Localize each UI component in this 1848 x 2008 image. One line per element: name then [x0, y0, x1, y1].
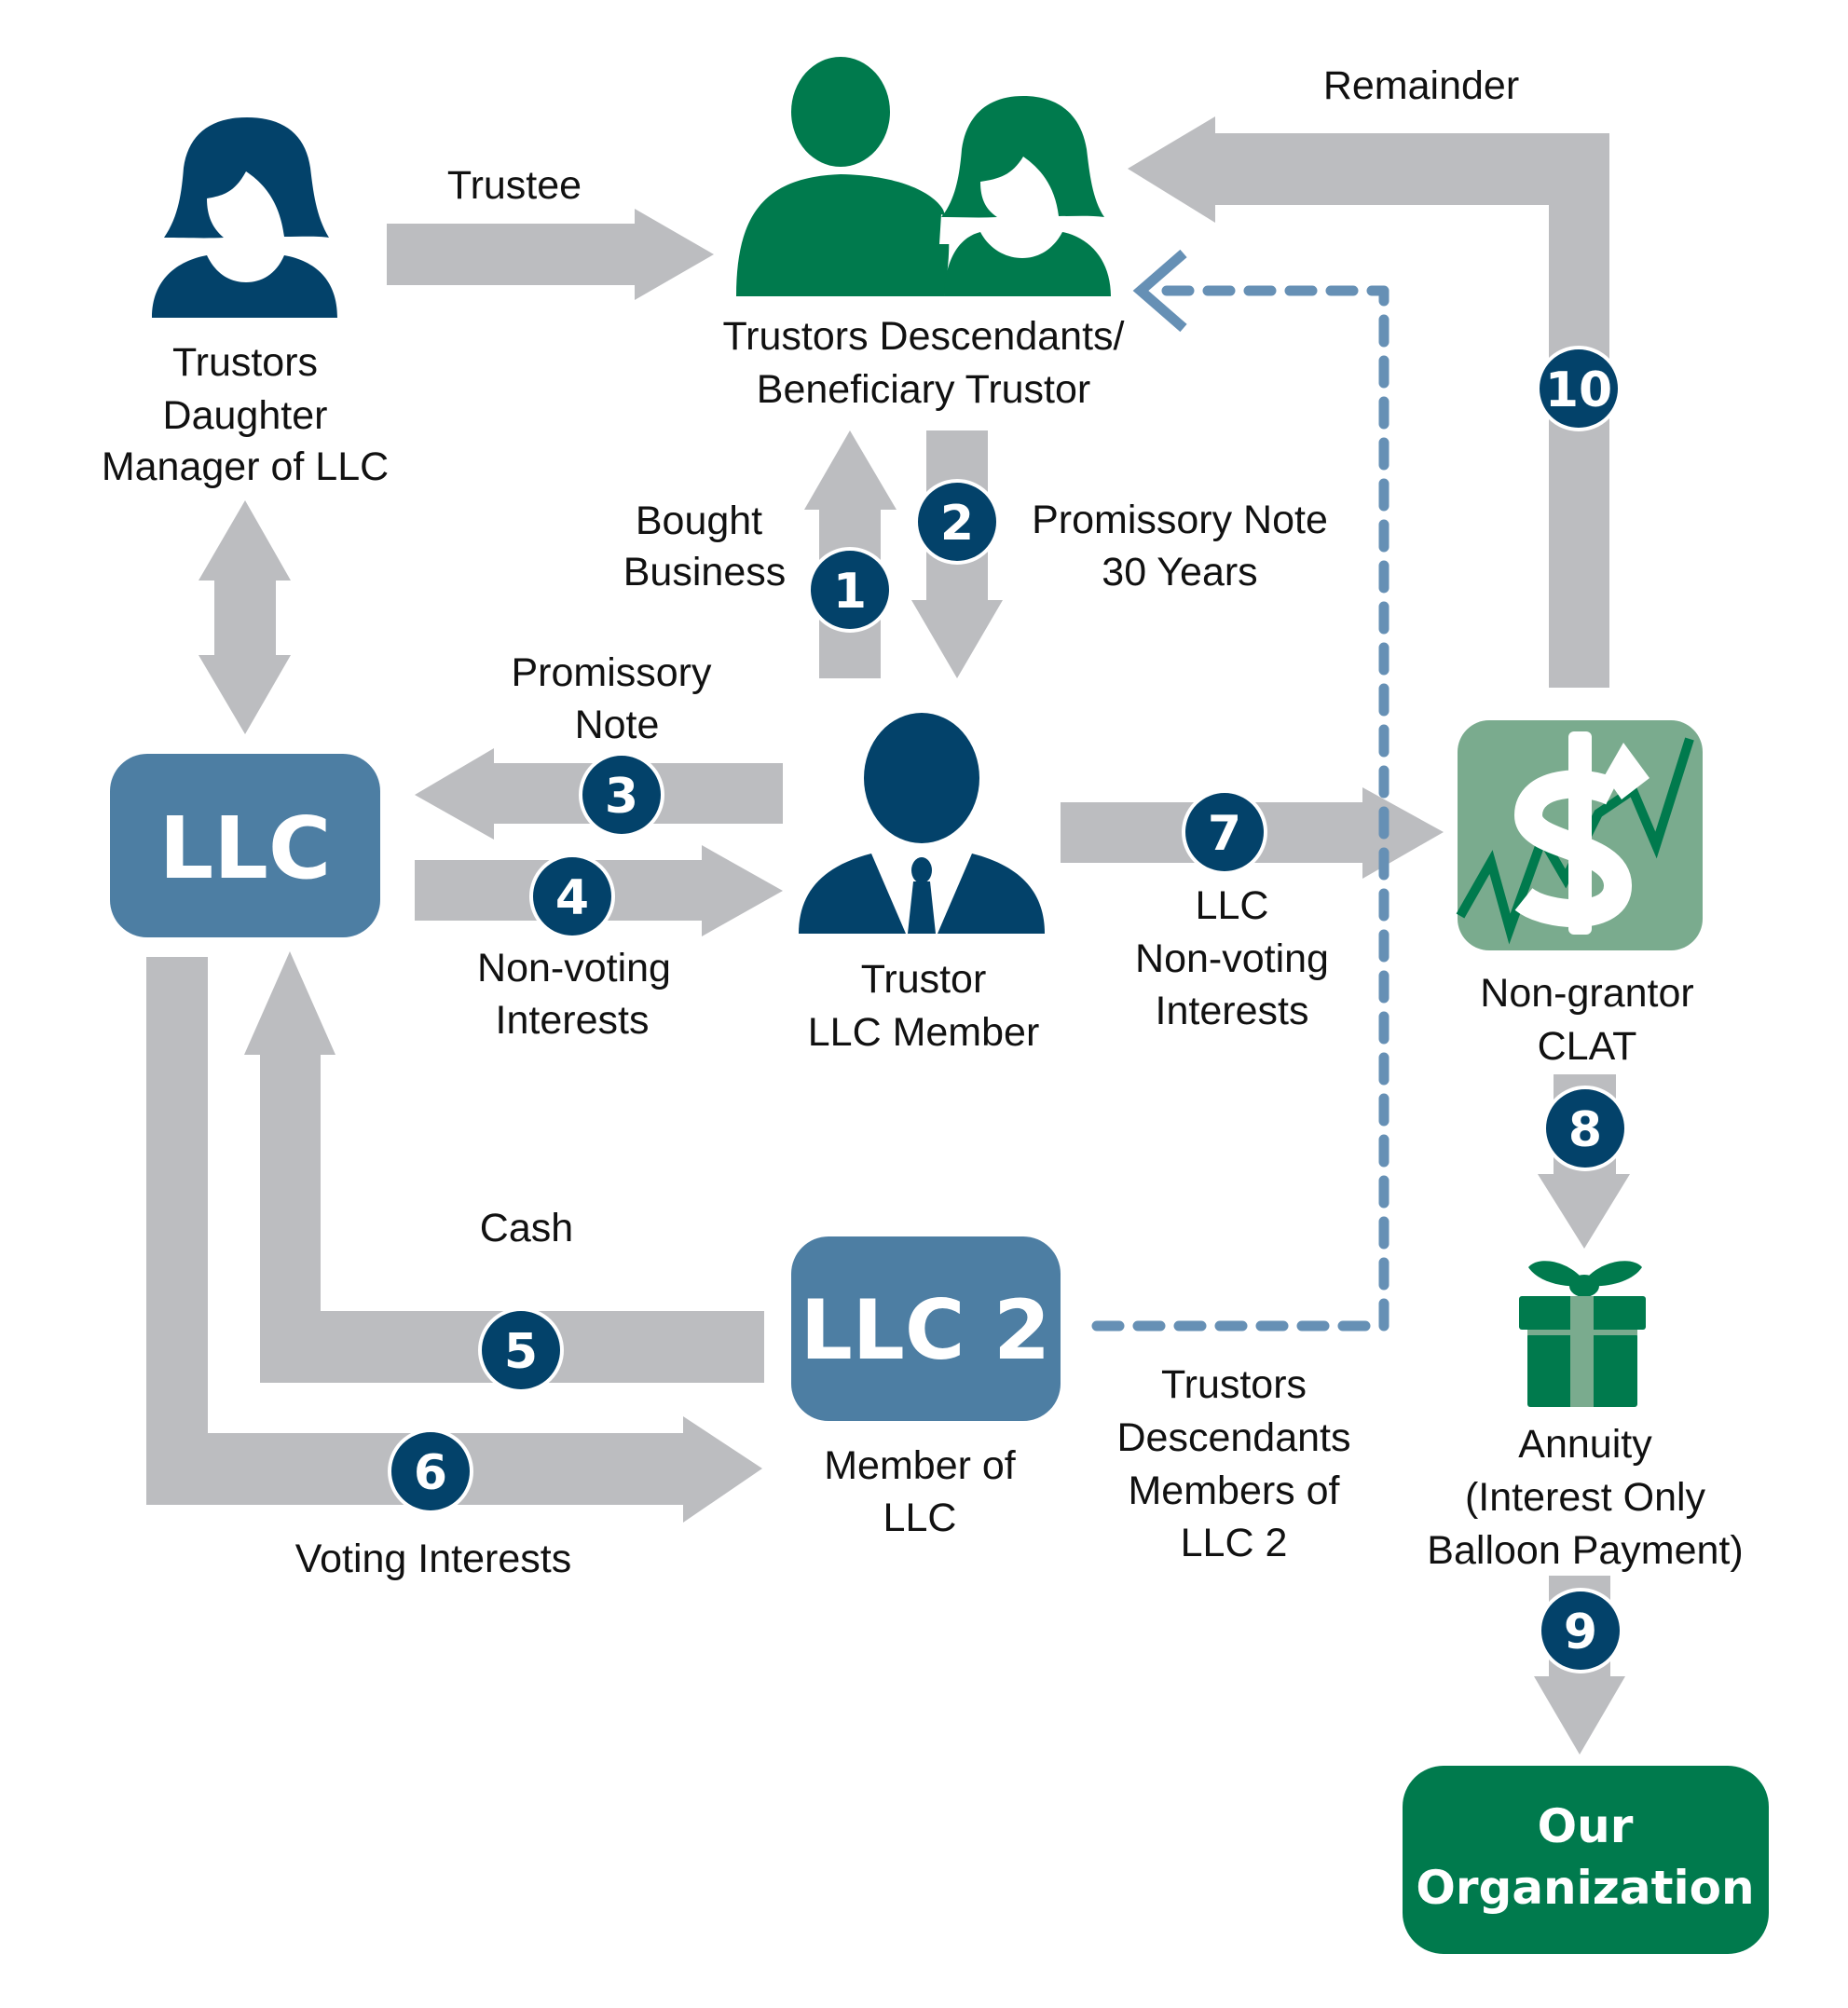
dollar-growth-icon	[1456, 720, 1703, 950]
promissory-note-label: Promissory Note	[511, 650, 712, 747]
non-voting-interests-line: Interests	[496, 998, 650, 1043]
step-badge-2: 2	[914, 479, 1000, 565]
step-badge-number: 8	[1568, 1102, 1602, 1158]
step-badge-7: 7	[1182, 789, 1267, 875]
descendants-label-line: Trustors Descendants/	[723, 314, 1125, 359]
promissory-note-line: Note	[575, 703, 660, 747]
descendants-dashed-connector	[1091, 285, 1389, 1332]
manager-double-arrow	[198, 500, 291, 734]
step-badge-6: 6	[388, 1428, 473, 1514]
step-badge-10: 10	[1536, 346, 1622, 431]
trustee-label: Trustee	[447, 163, 582, 208]
descendants-members-llc2-label: Trustors Descendants Members of LLC 2	[1117, 1362, 1351, 1565]
step-badge-circle	[579, 752, 664, 838]
organization-line-2: Organization	[1416, 1861, 1754, 1915]
step-badge-number: 5	[504, 1324, 538, 1380]
bought-business-label: Bought Business	[623, 499, 786, 594]
cash-arrow	[244, 951, 764, 1383]
organization-line-1: Our	[1538, 1799, 1634, 1853]
descendants-members-line: Trustors	[1161, 1362, 1307, 1407]
step-badge-8: 8	[1542, 1086, 1628, 1171]
llc2-box-title: LLC 2	[801, 1282, 1051, 1378]
trustor-label-line: Trustor	[861, 957, 987, 1002]
step-badge-circle	[1538, 1588, 1623, 1673]
voting-interests-label: Voting Interests	[295, 1537, 571, 1581]
step-badge-circle	[388, 1428, 473, 1514]
bought-business-line: Bought	[636, 499, 762, 543]
clat-label-line: CLAT	[1538, 1024, 1637, 1069]
step-badge-circle	[478, 1307, 564, 1393]
businessman-icon	[799, 713, 1045, 934]
llc2-label: Member of LLC	[824, 1443, 1017, 1540]
step-badge-number: 2	[940, 496, 974, 552]
annuity-label-line: Annuity	[1518, 1422, 1652, 1467]
daughter-label-line: Manager of LLC	[102, 444, 389, 489]
clat-label-line: Non-grantor	[1480, 971, 1693, 1016]
descendants-members-line: LLC 2	[1181, 1521, 1288, 1565]
step-badge-circle	[1542, 1086, 1628, 1171]
annuity-label: Annuity (Interest Only Balloon Payment)	[1427, 1422, 1743, 1573]
llc2-label-line: Member of	[824, 1443, 1017, 1488]
step-badge-9: 9	[1538, 1588, 1623, 1673]
promissory-note-line: Promissory	[511, 650, 712, 695]
step-badge-number: 10	[1545, 362, 1612, 418]
remainder-arrow	[1128, 116, 1609, 688]
step-badge-number: 7	[1208, 806, 1241, 862]
dashed-chevron-icon	[1132, 249, 1187, 333]
daughter-label-line: Daughter	[163, 393, 328, 438]
promissory-note-30-label: Promissory Note 30 Years	[1032, 498, 1328, 594]
step-badge-number: 1	[833, 564, 867, 620]
step-badge-circle	[1536, 346, 1622, 431]
non-voting-interests-label: Non-voting Interests	[477, 946, 671, 1043]
descendants-members-line: Members of	[1128, 1468, 1340, 1513]
voting-interests-arrow	[146, 957, 762, 1523]
promissory-note-30-line: Promissory Note	[1032, 498, 1328, 542]
llc-non-voting-interests-line: Interests	[1156, 989, 1309, 1033]
step-badge-4: 4	[529, 854, 615, 939]
step-badge-circle	[914, 479, 1000, 565]
llc2-box[interactable]: LLC 2	[791, 1236, 1061, 1421]
step-badge-circle	[1182, 789, 1267, 875]
organization-box[interactable]: Our Organization	[1403, 1766, 1769, 1954]
two-people-icon	[736, 57, 1111, 296]
step-badge-number: 3	[605, 769, 638, 825]
annuity-label-line: Balloon Payment)	[1427, 1528, 1743, 1573]
daughter-label: Trustors Daughter Manager of LLC	[102, 340, 389, 489]
non-voting-interests-line: Non-voting	[477, 946, 671, 990]
step-badge-5: 5	[478, 1307, 564, 1393]
step-badge-circle	[529, 854, 615, 939]
cash-label: Cash	[480, 1206, 573, 1250]
annuity-label-line: (Interest Only	[1465, 1475, 1706, 1520]
llc-box-title: LLC	[159, 799, 332, 898]
descendants-label-line: Beneficiary Trustor	[757, 367, 1090, 412]
bought-business-line: Business	[623, 550, 786, 594]
step-badge-1: 1	[807, 547, 893, 633]
llc2-label-line: LLC	[883, 1496, 957, 1540]
trustee-arrow	[387, 209, 714, 300]
promissory-note-30-line: 30 Years	[1102, 550, 1257, 594]
trustor-label-line: LLC Member	[808, 1010, 1040, 1055]
step-badges: 1 2 34 5 6 7 8 9 10	[388, 346, 1628, 1673]
woman-person-icon	[152, 117, 337, 318]
clat-label: Non-grantor CLAT	[1480, 971, 1693, 1069]
step-badge-3: 3	[579, 752, 664, 838]
step-badge-number: 6	[414, 1445, 447, 1501]
descendants-label: Trustors Descendants/ Beneficiary Trusto…	[723, 314, 1125, 412]
descendants-members-line: Descendants	[1117, 1415, 1351, 1460]
step-badge-number: 4	[555, 870, 589, 926]
llc-non-voting-interests-label: LLC Non-voting Interests	[1135, 883, 1329, 1033]
step-badge-circle	[807, 547, 893, 633]
gift-icon	[1519, 1261, 1646, 1407]
llc-box[interactable]: LLC	[110, 754, 380, 937]
llc-non-voting-interests-line: LLC	[1196, 883, 1269, 928]
remainder-label: Remainder	[1323, 63, 1519, 108]
daughter-label-line: Trustors	[172, 340, 318, 385]
llc-non-voting-interests-line: Non-voting	[1135, 936, 1329, 981]
trustor-label: Trustor LLC Member	[808, 957, 1040, 1055]
step-badge-number: 9	[1564, 1605, 1597, 1660]
